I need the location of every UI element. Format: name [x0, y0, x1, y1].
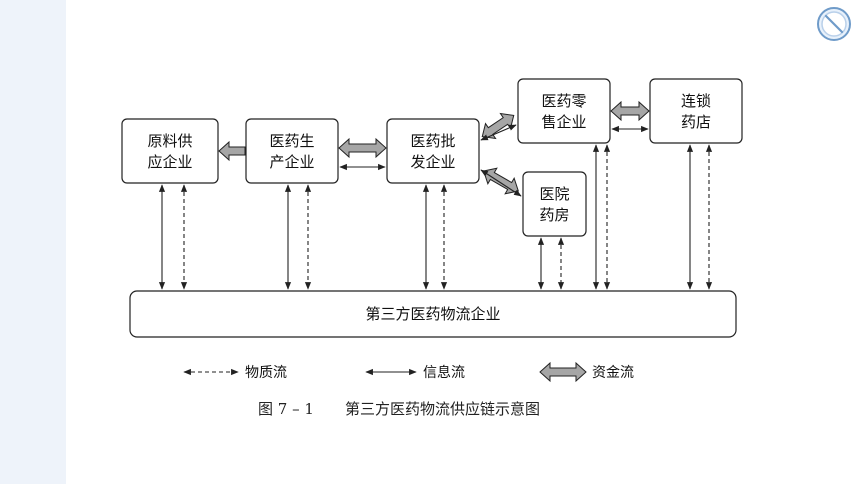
label-third-party-logistics: 第三方医药物流企业 — [365, 305, 500, 323]
legend-material-flow-label: 物质流 — [245, 365, 287, 381]
box-raw-material-supplier — [121, 118, 219, 184]
box-hospital-pharmacy — [522, 171, 587, 237]
legend-capital-flow-symbol — [539, 361, 587, 383]
label-chain-pharmacy-2: 药店 — [681, 113, 711, 131]
capital-arrow-retailer-chain — [610, 100, 650, 122]
figure-number: 图 7 – 1 — [258, 400, 314, 418]
label-raw-material-supplier-1: 原料供 — [147, 132, 192, 150]
label-pharma-retailer-1: 医药零 — [541, 92, 586, 110]
figure-title: 第三方医药物流供应链示意图 — [345, 400, 540, 418]
label-hospital-pharmacy-2: 药房 — [539, 206, 569, 224]
legend: 物质流 信息流 资金流 — [183, 361, 634, 383]
label-pharma-manufacturer-1: 医药生 — [269, 132, 314, 150]
label-chain-pharmacy-1: 连锁 — [681, 92, 711, 110]
label-hospital-pharmacy-1: 医院 — [539, 185, 569, 203]
label-raw-material-supplier-2: 应企业 — [147, 153, 192, 171]
box-chain-pharmacy — [649, 78, 743, 144]
box-pharma-wholesaler — [386, 118, 480, 184]
label-pharma-retailer-2: 售企业 — [541, 113, 586, 131]
legend-capital-flow-label: 资金流 — [592, 365, 634, 381]
legend-information-flow-label: 信息流 — [423, 364, 465, 381]
box-pharma-retailer — [517, 78, 611, 144]
capital-arrow-manufacturer-to-supplier — [218, 140, 246, 162]
box-pharma-manufacturer — [245, 118, 339, 184]
label-pharma-wholesaler-2: 发企业 — [410, 153, 455, 171]
info-flow-wholesaler-retailer — [480, 124, 517, 141]
left-side-panel — [0, 0, 66, 484]
label-pharma-wholesaler-1: 医药批 — [410, 132, 455, 150]
label-pharma-manufacturer-2: 产企业 — [269, 153, 314, 171]
capital-arrow-manufacturer-wholesaler — [338, 137, 387, 159]
circle-slash-icon[interactable] — [816, 6, 852, 42]
info-flow-wholesaler-hospital — [480, 169, 522, 197]
box-third-party-logistics — [129, 290, 737, 338]
